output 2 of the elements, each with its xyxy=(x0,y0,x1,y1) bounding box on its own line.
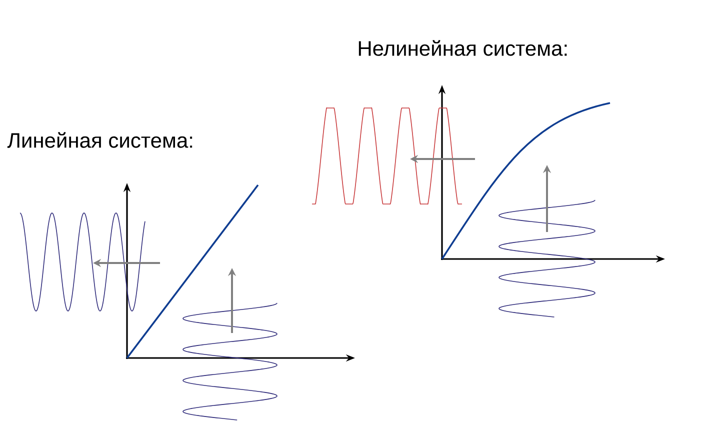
heading: Нелинейная система: xyxy=(358,40,567,56)
heading: Линейная система: xyxy=(7,132,192,148)
